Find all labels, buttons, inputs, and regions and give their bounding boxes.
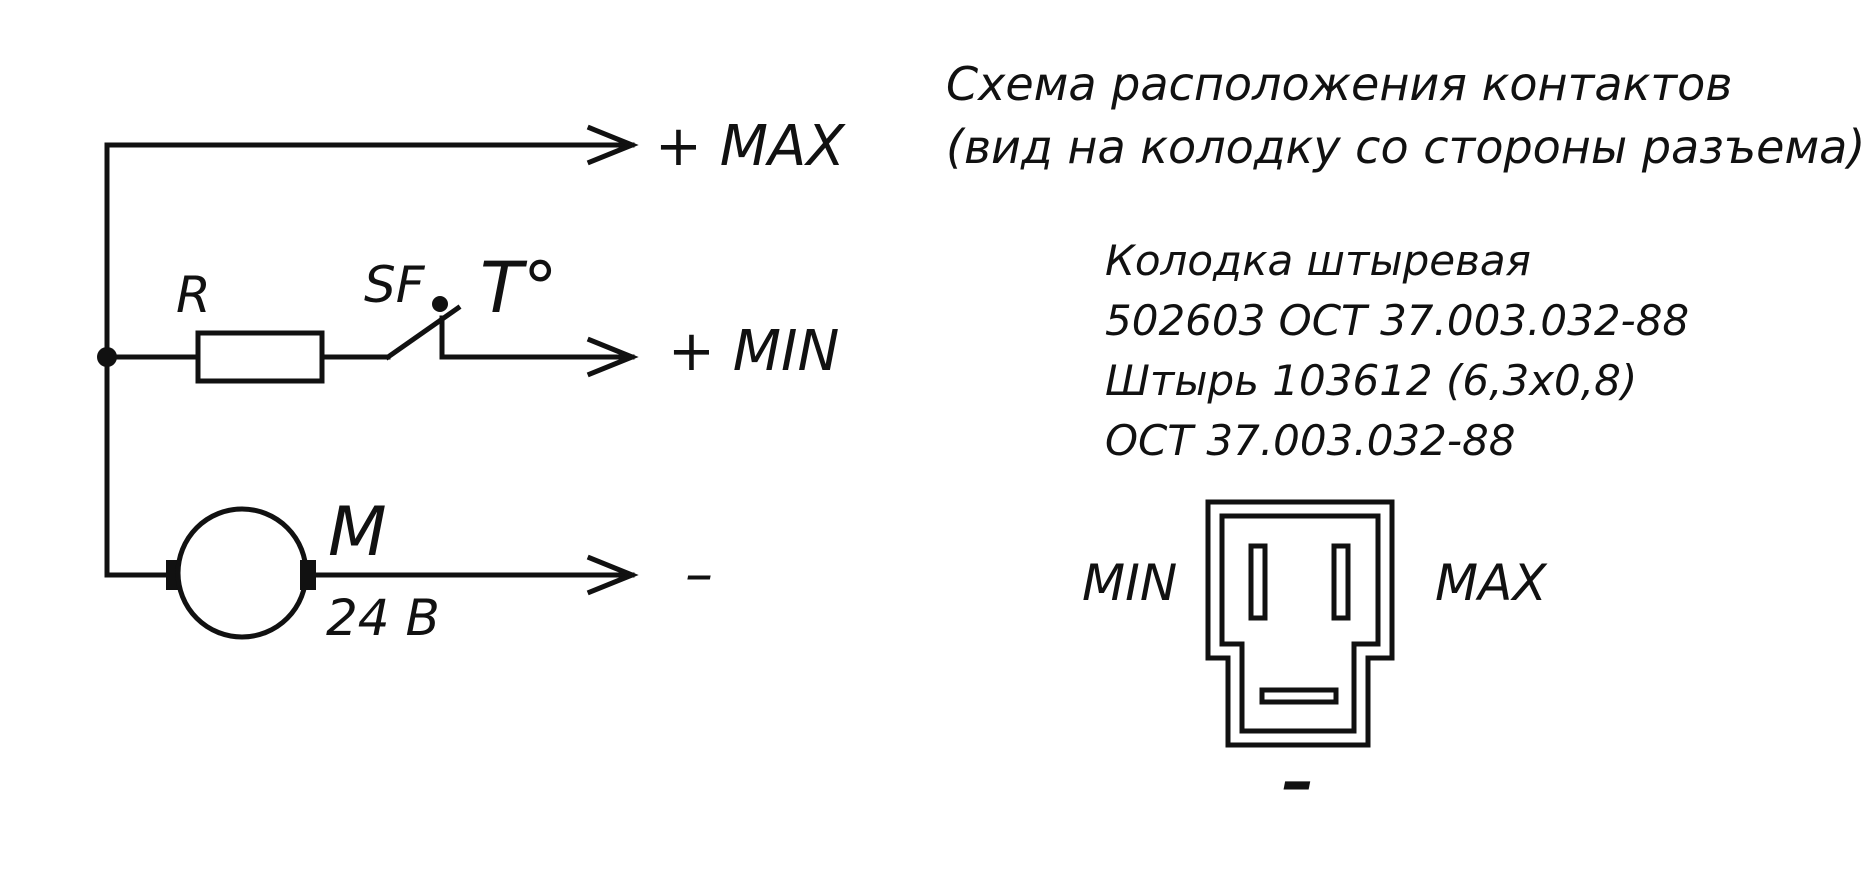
neg-arrow — [586, 554, 639, 596]
spec-line-2: 502603 ОСТ 37.003.032-88 — [1105, 296, 1689, 345]
min-terminal-label: + MIN — [668, 319, 839, 384]
max-terminal-label: + MAX — [655, 114, 846, 179]
neg-terminal-label: – — [685, 542, 713, 607]
circuit-schematic: + MAX R SF T° + MIN M 24 В – — [97, 114, 846, 647]
connector-housing-inner — [1219, 513, 1381, 734]
motor-voltage-label: 24 В — [326, 589, 440, 647]
pinout-title: Схема расположения контактов — [946, 57, 1732, 111]
motor-label: M — [328, 493, 387, 572]
pin-max — [1331, 543, 1351, 621]
pin-neg-label: – — [1282, 745, 1314, 819]
motor-brush-right — [300, 560, 316, 590]
pin-max-label: MAX — [1435, 554, 1548, 612]
resistor — [195, 330, 325, 384]
connector-housing-outer — [1205, 499, 1395, 748]
switch-contact-dot — [432, 296, 448, 312]
min-arrow — [586, 336, 639, 378]
spec-line-1: Колодка штыревая — [1105, 236, 1531, 285]
pin-min — [1248, 543, 1268, 621]
spec-line-4: ОСТ 37.003.032-88 — [1105, 416, 1515, 465]
motor-symbol — [175, 506, 309, 640]
pin-min-label: MIN — [1082, 554, 1177, 612]
thermal-switch-blade — [384, 304, 462, 361]
connector-pinout: Схема расположения контактов (вид на кол… — [946, 57, 1865, 819]
thermal-label: T° — [480, 247, 558, 329]
pinout-subtitle: (вид на колодку со стороны разъема) — [946, 120, 1865, 174]
max-arrow — [586, 124, 639, 166]
pin-neg — [1259, 687, 1339, 705]
switch-label: SF — [364, 256, 426, 314]
resistor-label: R — [176, 266, 211, 324]
spec-line-3: Штырь 103612 (6,3х0,8) — [1105, 356, 1637, 405]
